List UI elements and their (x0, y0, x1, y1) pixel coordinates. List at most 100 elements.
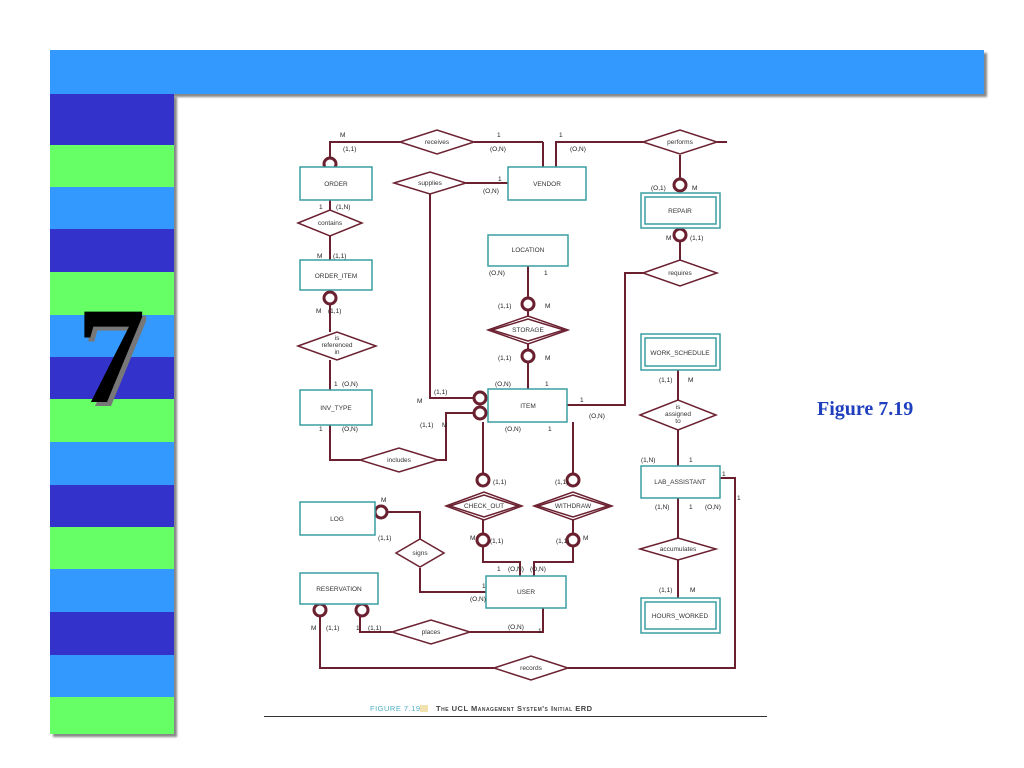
rel-label-places: places (422, 629, 442, 636)
circle-log-signs (373, 504, 389, 520)
rel-label-is-assigned-to-3: to (675, 418, 681, 425)
cardinality-label: 1 (497, 132, 501, 139)
rel-accumulates (637, 537, 719, 561)
cardinality-label: (1,N) (641, 457, 655, 464)
rel-label-storage: STORAGE (512, 327, 544, 334)
cardinality-label: (O,N) (489, 270, 505, 277)
cardinality-label: (1,1) (498, 355, 511, 362)
entity-log (299, 501, 376, 536)
stripe (50, 272, 174, 315)
cardinality-label: (1,1) (420, 422, 433, 429)
cardinality-label: 1 (737, 495, 741, 502)
cardinality-label: 1 (334, 381, 338, 388)
cardinality-label: 1 (482, 583, 486, 590)
cardinality-label: (1,1) (328, 308, 341, 315)
circle-item-includes (472, 405, 488, 421)
cardinality-label: (1,1) (498, 303, 511, 310)
cardinality-label: (O,N) (508, 624, 524, 631)
rel-contains (296, 209, 364, 237)
rel-includes (357, 447, 441, 473)
stripe (50, 569, 174, 612)
cardinality-label: M (316, 308, 321, 315)
cardinality-label: (O,N) (530, 566, 546, 573)
cardinality-label: M (417, 398, 422, 405)
cardinality-label: (1,N) (655, 504, 669, 511)
cardinality-label: (1,1) (659, 587, 672, 594)
stripe (50, 315, 174, 357)
stripe (50, 399, 174, 442)
rel-requires (640, 259, 720, 287)
cardinality-label: 1 (580, 397, 584, 404)
circle-reservation-places (354, 602, 370, 618)
cardinality-label: 1 (722, 471, 726, 478)
entity-label-order: ORDER (324, 181, 348, 188)
circle-repair-performs (672, 177, 688, 193)
cardinality-label: M (381, 497, 386, 504)
cardinality-label: (O,N) (483, 188, 499, 195)
rel-label-referenced-in-3: in (334, 349, 339, 356)
cardinality-label: 1 (497, 566, 501, 573)
rel-label-supplies: supplies (418, 180, 443, 187)
cardinality-label: 1 (498, 176, 502, 183)
cardinality-label: 1 (356, 625, 360, 632)
stripe (50, 94, 174, 145)
entity-label-lab-assistant: LAB_ASSISTANT (654, 479, 706, 486)
cardinality-label: 1 (689, 504, 693, 511)
cardinality-label: (1,1) (556, 538, 569, 545)
cardinality-label: 1 (319, 204, 323, 211)
entity-reservation (299, 572, 379, 605)
cardinality-label: 1 (319, 426, 323, 433)
stripe (50, 527, 174, 569)
cardinality-label: (1,1) (690, 235, 703, 242)
entity-user (485, 575, 567, 609)
rel-label-signs: signs (412, 550, 428, 557)
cardinality-label: (1,N) (336, 204, 350, 211)
entity-label-inv-type: INV_TYPE (320, 405, 352, 412)
figure-label: Figure 7.19 (817, 398, 914, 420)
cardinality-label: (1,1) (555, 479, 568, 486)
cardinality-label: (O,N) (570, 146, 586, 153)
cardinality-label: M (545, 355, 550, 362)
cardinality-label: (1,1) (368, 625, 381, 632)
stripe (50, 145, 174, 187)
entity-label-work-schedule: WORK_SCHEDULE (650, 350, 710, 357)
cardinality-label: (1,1) (378, 535, 391, 542)
entity-order-item (299, 259, 373, 291)
circle-location-storage (520, 296, 536, 312)
entity-lab-assistant (640, 465, 721, 499)
cardinality-label: M (666, 235, 671, 242)
circle-repair-requires (672, 227, 688, 243)
cardinality-label: M (311, 625, 316, 632)
circle-item-checkout (475, 472, 491, 488)
title-band (50, 50, 984, 94)
circle-reservation-records (312, 602, 328, 618)
cardinality-label: (O,N) (342, 426, 358, 433)
entity-item (487, 388, 568, 423)
circle-item-withdraw (565, 472, 581, 488)
cardinality-label: (1,1) (659, 377, 672, 384)
entity-location (487, 234, 569, 267)
stripe (50, 357, 174, 399)
circle-storage-item (520, 348, 536, 364)
stripe (50, 229, 174, 272)
cardinality-label: (O,N) (490, 146, 506, 153)
cardinality-label: (1,1) (333, 253, 346, 260)
rel-signs (394, 538, 446, 568)
erd-diagram: ORDER ORDER_ITEM INV_TYPE VENDOR LOCATIO… (295, 129, 741, 713)
rel-label-check-out: CHECK_OUT (464, 503, 504, 510)
entity-label-vendor: VENDOR (533, 181, 561, 188)
caption-figure-number: FIGURE 7.19 (370, 704, 421, 713)
rel-label-records: records (520, 665, 542, 672)
rel-label-withdraw: WITHDRAW (555, 503, 592, 510)
circle-order-item (322, 290, 338, 306)
cardinality-label: (O,N) (508, 566, 524, 573)
circle-checkout-user (475, 532, 491, 548)
entity-repair-inner (644, 196, 717, 225)
entity-vendor (507, 166, 587, 201)
entity-label-log: LOG (330, 516, 344, 523)
rel-label-performs: performs (667, 139, 693, 146)
stripe (50, 442, 174, 485)
rel-label-referenced-in-2: referenced (321, 342, 352, 349)
entity-inv-type (299, 389, 373, 426)
stripe (50, 485, 174, 527)
